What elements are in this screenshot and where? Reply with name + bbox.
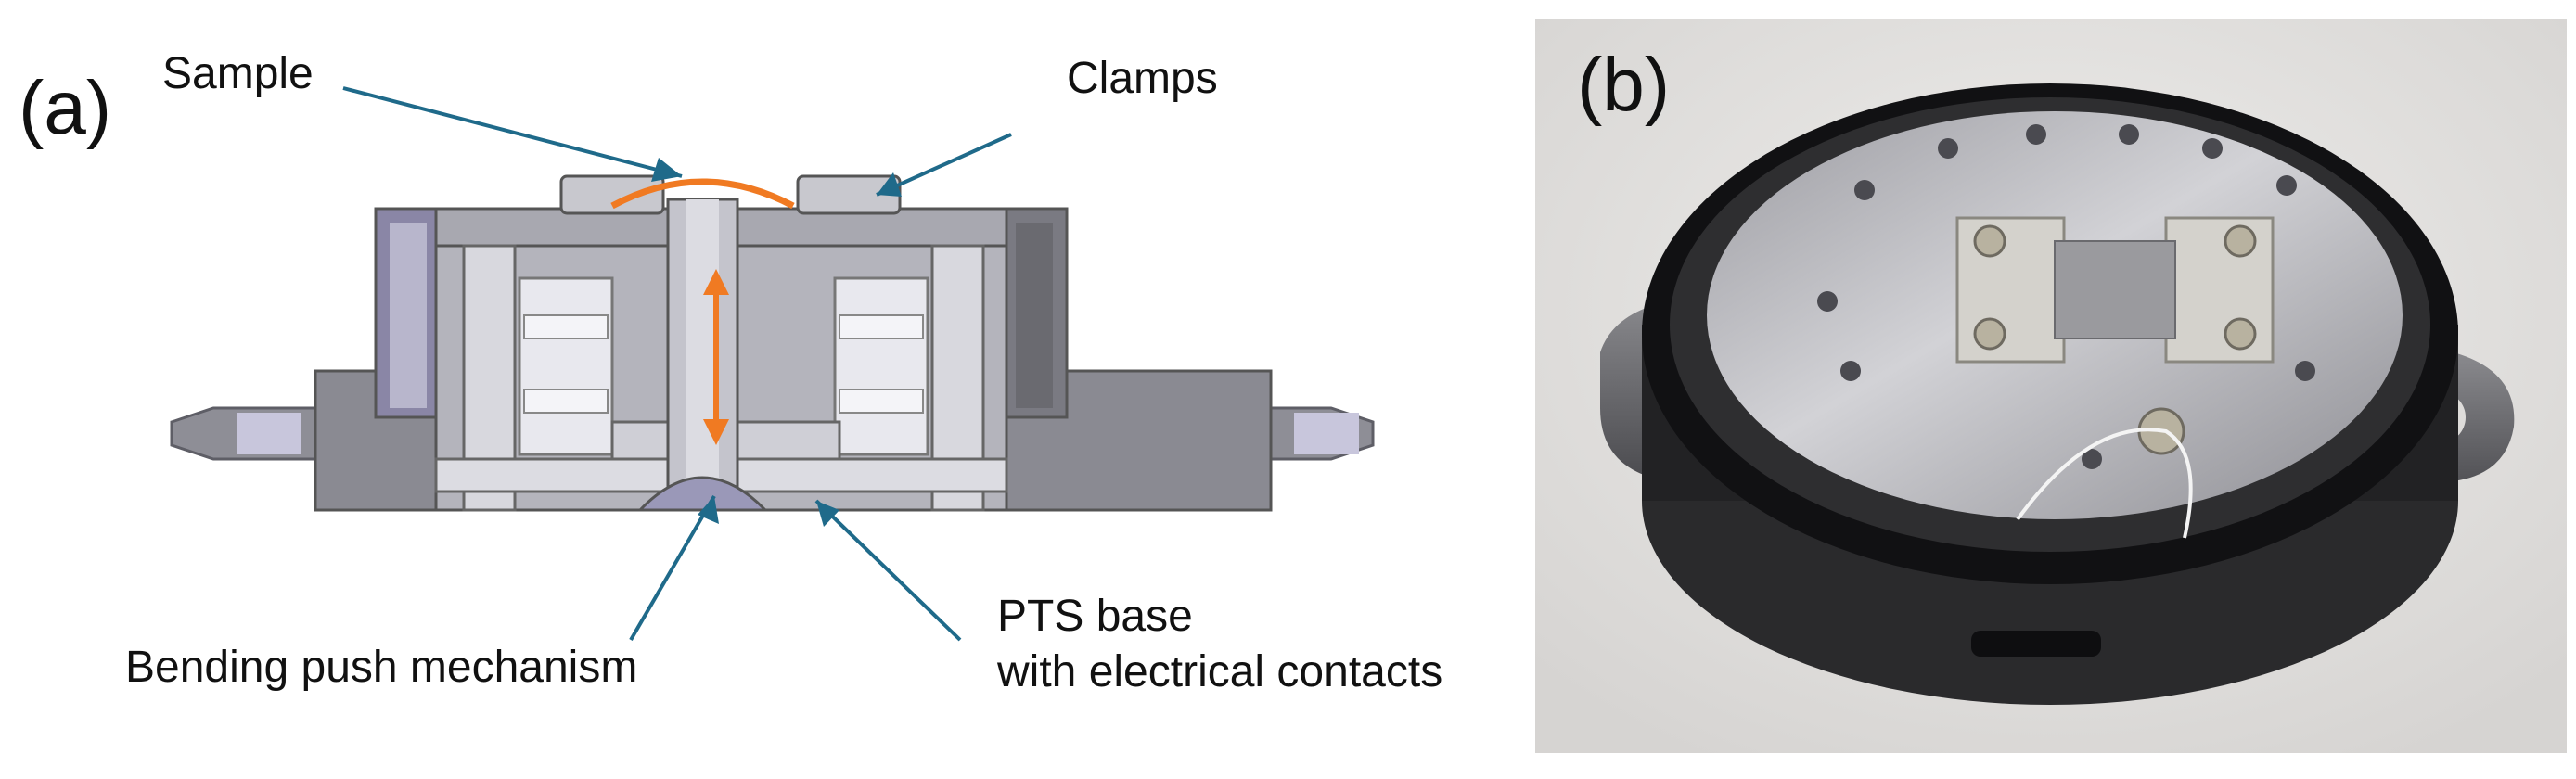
pts-callout xyxy=(814,499,962,642)
panel-b-photo: (b) xyxy=(1535,19,2567,753)
left-clamp xyxy=(1955,216,2066,364)
device-photo xyxy=(1535,19,2567,753)
sample-callout xyxy=(342,86,683,178)
left-arm-hole xyxy=(237,413,301,454)
bottom-dish xyxy=(636,476,769,512)
sample-arc xyxy=(610,178,795,210)
sample-strip xyxy=(2054,240,2176,339)
label-pts-base: PTS base with electrical contacts xyxy=(997,589,1442,700)
label-pts-line1: PTS base xyxy=(997,592,1193,641)
side-slot xyxy=(1971,631,2101,657)
label-sample: Sample xyxy=(162,49,314,98)
clamps-callout xyxy=(876,133,1012,197)
left-clamp-block xyxy=(559,174,665,215)
bending-callout xyxy=(629,494,716,642)
cross-section-drawing xyxy=(170,86,1375,642)
label-pts-line2: with electrical contacts xyxy=(997,647,1443,696)
label-bending-push-mechanism: Bending push mechanism xyxy=(125,643,638,692)
bending-arrow-bottom xyxy=(703,419,729,445)
panel-a-letter: (a) xyxy=(19,66,112,150)
panel-b-letter: (b) xyxy=(1577,43,1671,127)
right-arm-hole xyxy=(1294,413,1359,454)
wires xyxy=(2016,428,2193,539)
panel-a-schematic: (a) xyxy=(19,49,1442,700)
label-clamps: Clamps xyxy=(1067,54,1218,103)
bending-arrow-top xyxy=(703,269,729,295)
plate-holes xyxy=(1817,124,2315,469)
right-clamp xyxy=(2164,216,2275,364)
